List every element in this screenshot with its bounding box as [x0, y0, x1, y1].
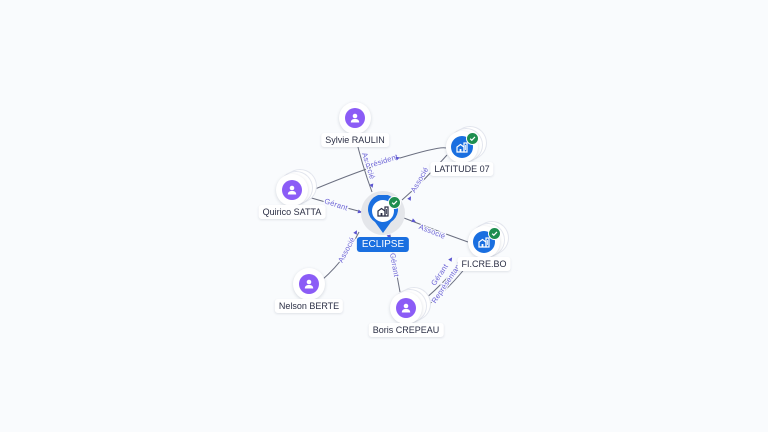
check-icon: [491, 231, 498, 237]
node-label[interactable]: Sylvie RAULIN: [321, 133, 389, 147]
edge-arrow-icon: [353, 230, 357, 235]
edge-label: Associé: [409, 166, 431, 194]
node-label[interactable]: Nelson BERTE: [274, 299, 344, 313]
verified-badge: [388, 196, 401, 209]
avatar: [345, 108, 365, 128]
person-disc[interactable]: [339, 102, 371, 134]
edge-arrow-icon: [407, 196, 411, 201]
edge-arrow-icon: [369, 183, 374, 188]
node-label[interactable]: Boris CREPEAU: [368, 323, 444, 337]
edge-line: [307, 196, 363, 213]
edge-label: Gérant: [388, 252, 401, 278]
verified-badge: [488, 227, 501, 240]
company-disc[interactable]: [446, 131, 479, 163]
center-node-label[interactable]: ECLIPSE: [356, 237, 410, 252]
edge-label: Associé: [418, 222, 447, 241]
verified-badge: [466, 132, 479, 145]
person-icon: [304, 279, 314, 289]
node-label[interactable]: LATITUDE 07: [430, 162, 494, 176]
edge-label: Gérant: [323, 196, 349, 212]
check-icon: [391, 200, 398, 206]
avatar: [299, 274, 319, 294]
check-icon: [469, 136, 476, 142]
edge-nelson-eclipse: Associé: [321, 230, 360, 281]
edge-arrow-icon: [357, 209, 362, 214]
person-icon: [401, 303, 411, 313]
person-icon: [350, 113, 360, 123]
avatar: [396, 298, 416, 318]
edge-label: Associé: [336, 235, 357, 264]
person-disc[interactable]: [293, 268, 325, 300]
edge-arrow-icon: [411, 218, 416, 223]
edge-arrow-icon: [448, 257, 453, 262]
edge-arrow-icon: [395, 156, 400, 161]
edge-ficrebo-eclipse: Associé: [403, 217, 469, 243]
building-icon: [478, 237, 490, 248]
avatar: [282, 180, 302, 200]
node-label[interactable]: Quirico SATTA: [258, 205, 326, 219]
edge-line: [321, 231, 360, 281]
edge-line: [401, 154, 448, 201]
person-disc[interactable]: [276, 174, 308, 206]
edge-line: [307, 147, 447, 193]
node-label[interactable]: FI.CRE.BO: [457, 257, 511, 271]
person-icon: [287, 185, 297, 195]
building-icon: [456, 142, 468, 153]
edge-line: [403, 217, 469, 243]
building-icon: [377, 206, 389, 217]
company-disc[interactable]: [468, 226, 501, 258]
person-disc[interactable]: [390, 292, 422, 324]
